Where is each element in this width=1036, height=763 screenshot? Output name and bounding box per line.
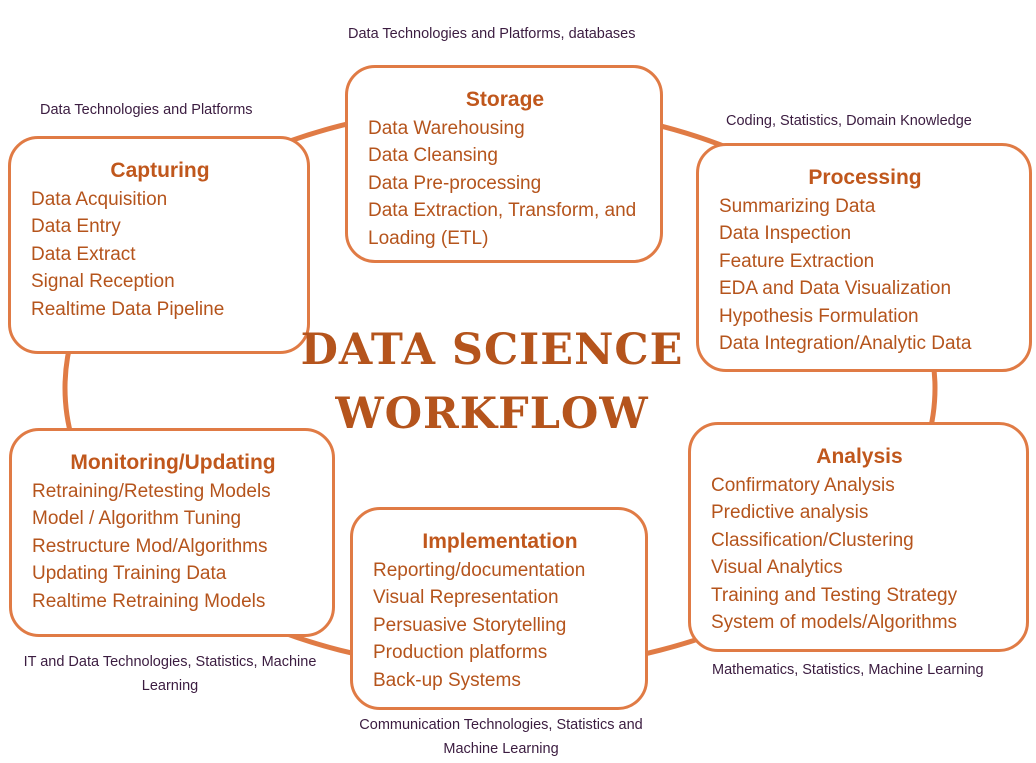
stage-title-storage: Storage	[465, 88, 545, 111]
workflow-title-line2: WORKFLOW	[335, 389, 649, 439]
stage-item: Updating Training Data	[32, 563, 227, 585]
stage-item: Data Inspection	[719, 223, 852, 245]
stage-item: Feature Extraction	[719, 250, 875, 272]
stage-title-processing: Processing	[808, 166, 922, 189]
stage-item: Realtime Data Pipeline	[31, 298, 225, 320]
stage-box-storage: Storage Data Warehousing Data Cleansing …	[345, 65, 663, 263]
stage-box-capturing: Capturing Data Acquisition Data Entry Da…	[8, 136, 310, 354]
stage-box-monitoring: Monitoring/Updating Retraining/Retesting…	[9, 428, 335, 637]
stage-item: Predictive analysis	[711, 502, 869, 524]
workflow-title-line1: DATA SCIENCE	[300, 325, 684, 375]
analysis-skills-label: Mathematics, Statistics, Machine Learnin…	[712, 662, 984, 678]
stage-item: Visual Representation	[373, 587, 559, 609]
stage-item: Data Extract	[31, 243, 136, 265]
stage-item: Signal Reception	[31, 271, 175, 293]
stage-item: System of models/Algorithms	[711, 612, 958, 634]
stage-title-monitoring: Monitoring/Updating	[70, 451, 276, 474]
stage-title-analysis: Analysis	[816, 445, 903, 468]
stage-item: Persuasive Storytelling	[373, 614, 567, 636]
stage-title-capturing: Capturing	[110, 159, 210, 182]
stage-item: Realtime Retraining Models	[32, 590, 266, 612]
stage-item: Data Warehousing	[368, 118, 525, 139]
processing-skills-label: Coding, Statistics, Domain Knowledge	[726, 113, 972, 129]
stage-item: Data Cleansing	[368, 145, 498, 167]
stage-box-analysis: Analysis Confirmatory Analysis Predictiv…	[688, 422, 1029, 652]
stage-item: Summarizing Data	[719, 196, 876, 217]
stage-items-implementation: Reporting/documentation Visual Represent…	[373, 557, 627, 694]
stage-item: Hypothesis Formulation	[719, 305, 919, 327]
stage-item: Model / Algorithm Tuning	[32, 508, 242, 530]
stage-items-capturing: Data Acquisition Data Entry Data Extract…	[31, 186, 289, 323]
stage-item: EDA and Data Visualization	[719, 278, 952, 300]
capturing-skills-label: Data Technologies and Platforms	[40, 102, 253, 118]
storage-skills-label: Data Technologies and Platforms, databas…	[348, 26, 636, 42]
stage-item: Training and Testing Strategy	[711, 584, 958, 606]
stage-items-analysis: Confirmatory Analysis Predictive analysi…	[711, 472, 1008, 636]
stage-item: Confirmatory Analysis	[711, 475, 895, 496]
stage-item: Visual Analytics	[711, 557, 843, 579]
workflow-title: DATA SCIENCE WORKFLOW	[292, 318, 692, 446]
stage-item: Classification/Clustering	[711, 529, 914, 551]
stage-item: Production platforms	[373, 642, 548, 664]
stage-item: Back-up Systems	[373, 669, 521, 691]
stage-box-implementation: Implementation Reporting/documentation V…	[350, 507, 648, 710]
stage-items-processing: Summarizing Data Data Inspection Feature…	[719, 193, 1011, 357]
stage-title-implementation: Implementation	[422, 530, 578, 553]
stage-item: Restructure Mod/Algorithms	[32, 535, 268, 557]
stage-item: Data Entry	[31, 216, 121, 238]
stage-item: Retraining/Retesting Models	[32, 481, 271, 502]
stage-box-processing: Processing Summarizing Data Data Inspect…	[696, 143, 1032, 372]
stage-items-storage: Data Warehousing Data Cleansing Data Pre…	[368, 115, 642, 252]
stage-item: Data Pre-processing	[368, 172, 542, 194]
stage-item: Data Integration/Analytic Data	[719, 333, 972, 355]
stage-item: Data Acquisition	[31, 189, 168, 210]
implementation-skills-label: Communication Technologies, Statistics a…	[359, 717, 643, 757]
monitoring-skills-label: IT and Data Technologies, Statistics, Ma…	[23, 654, 317, 694]
stage-items-monitoring: Retraining/Retesting Models Model / Algo…	[32, 478, 314, 615]
stage-item: Reporting/documentation	[373, 560, 586, 581]
stage-item: Data Extraction, Transform, and Loading …	[368, 200, 637, 249]
